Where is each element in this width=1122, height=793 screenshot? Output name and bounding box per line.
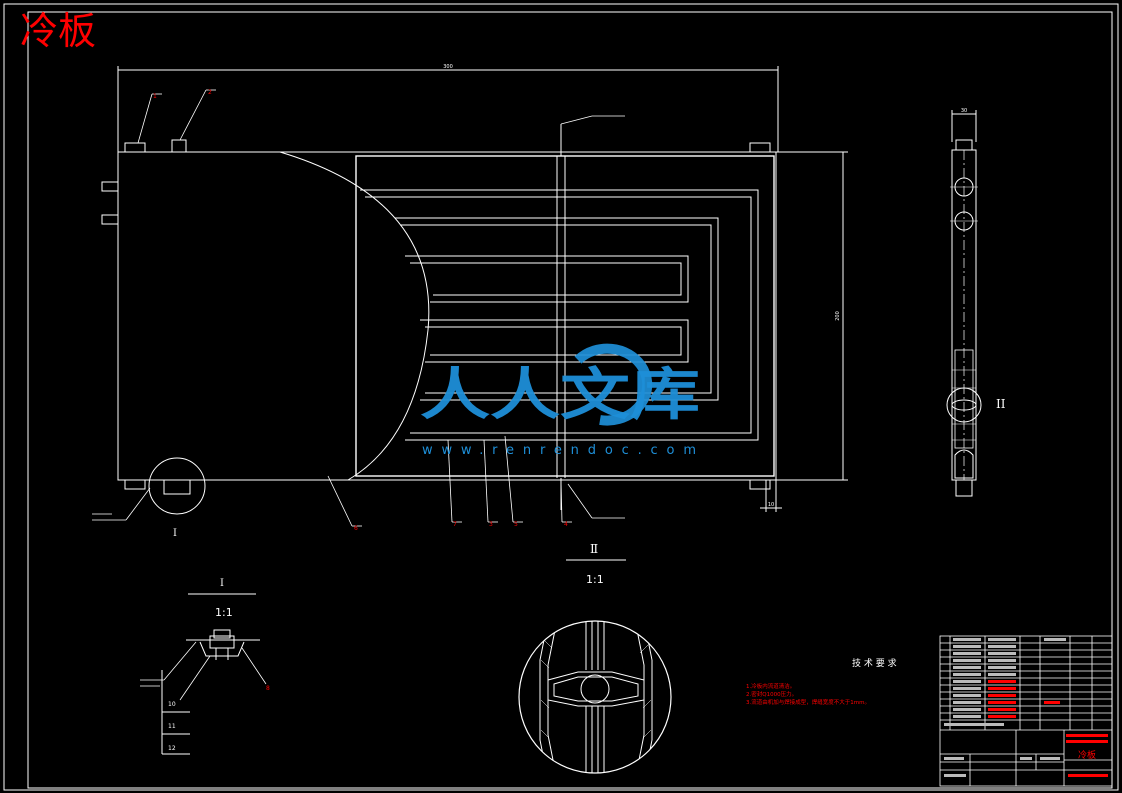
balloon-6: 6: [354, 525, 358, 532]
dim-side-width: 30: [961, 108, 967, 114]
balloon-5: 5: [514, 521, 518, 528]
dim-edge-offset: 10: [768, 502, 774, 508]
balloon-12: 12: [168, 745, 176, 752]
main-view: [101, 66, 848, 515]
balloon-4: 4: [564, 521, 568, 528]
outer-sheet-border: [3, 3, 1119, 791]
balloon-7: 7: [453, 521, 457, 528]
tech-req-heading: 技 术 要 求: [852, 657, 897, 669]
detail-i-label: I: [220, 578, 224, 589]
side-view: [946, 110, 982, 497]
detail-i-scale: 1:1: [215, 606, 233, 619]
drawing-frame: [27, 11, 1113, 789]
tech-req-item-3: 3.流道由机加与焊接成型，焊缝宽度不大于1mm。: [746, 698, 870, 706]
balloon-2: 2: [208, 89, 212, 96]
balloon-1: 1: [153, 93, 157, 100]
watermark-url: www.renrendoc.com: [422, 443, 696, 458]
detail-i-marker: I: [173, 528, 177, 539]
watermark: 人人文库 www.renrendoc.com: [420, 343, 700, 458]
title-block-name: 冷板: [1078, 749, 1096, 761]
watermark-swoosh-icon: [574, 343, 653, 426]
parts-list-fill: [944, 638, 1108, 777]
section-ii-header: Ⅱ 1:1: [566, 542, 626, 586]
tech-req-item-1: 1.冷板内流道清洁。: [746, 682, 795, 690]
section-ii-label: Ⅱ: [590, 542, 598, 556]
drawing-title: 冷板: [20, 9, 96, 53]
dim-overall-height: 200: [835, 311, 841, 321]
leader-lines: [92, 89, 625, 527]
detail-ii-marker: II: [996, 397, 1006, 411]
balloon-11: 11: [168, 723, 176, 730]
balloon-10: 10: [168, 701, 176, 708]
title-block: [939, 635, 1113, 787]
section-ii-scale: 1:1: [586, 573, 604, 586]
tech-req-item-2: 2.密封Q1000压力。: [746, 690, 797, 698]
section-ii-view: [518, 620, 672, 774]
balloon-8: 8: [266, 685, 270, 692]
balloon-3: 3: [489, 521, 493, 528]
balloons-main: 1 2 6 7 3 5 4: [153, 89, 568, 532]
watermark-brand: 人人文库: [420, 362, 700, 428]
detail-i-view: [140, 629, 267, 755]
dim-overall-width: 300: [443, 64, 453, 70]
detail-i-header: I 1:1: [188, 578, 256, 619]
